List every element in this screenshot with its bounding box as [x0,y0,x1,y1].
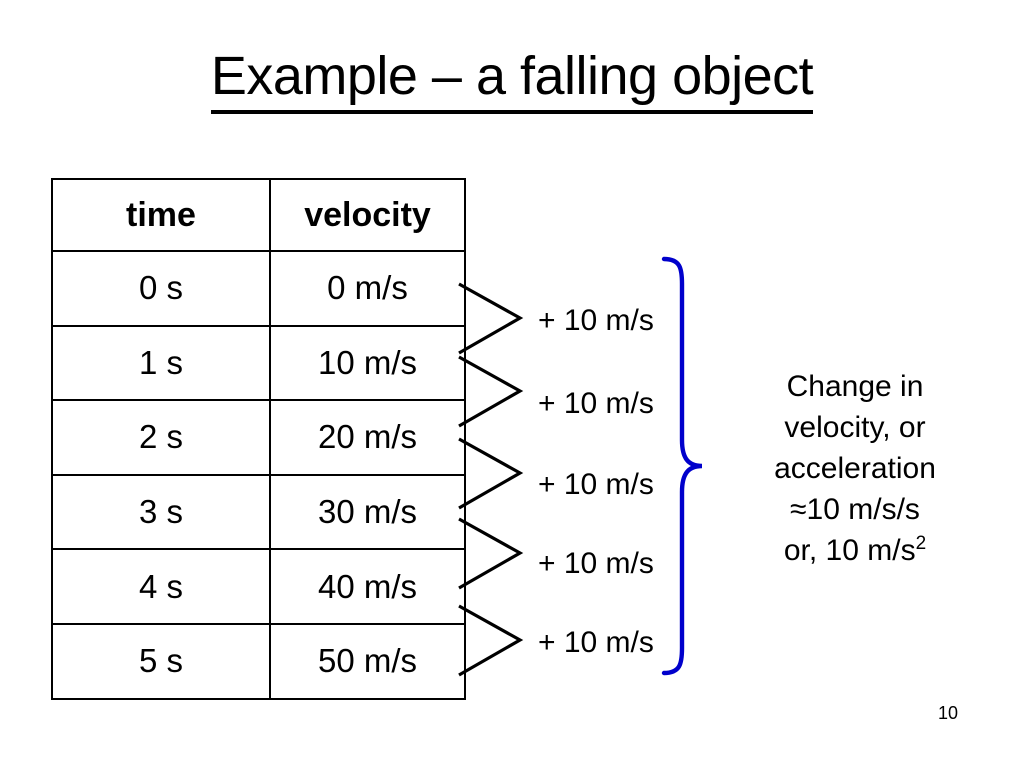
angle-bracket-icon [458,517,524,590]
delta-label: + 10 m/s [538,468,654,501]
cell-time: 1 s [51,324,271,402]
table-row: 0 s 0 m/s [51,250,466,327]
angle-bracket-icon [458,604,524,677]
delta-label: + 10 m/s [538,387,654,420]
cell-velocity: 0 m/s [269,250,466,327]
page-number: 10 [938,703,959,723]
angle-bracket-icon [458,282,524,355]
cell-time: 5 s [51,622,271,700]
table-header-row: time velocity [51,178,466,252]
cell-velocity: 20 m/s [269,399,466,476]
caption-line-4: ≈10 m/s/s [790,493,920,526]
caption-line-1: Change in [786,370,924,403]
angle-bracket-icon [458,437,524,510]
column-header-time: time [51,178,271,252]
caption-line-3: acceleration [774,452,936,485]
caption-line-5-text: or, 10 m/s [783,534,916,567]
grouping-brace-icon [650,250,720,690]
angle-bracket-icon [458,355,524,428]
column-header-velocity: velocity [269,178,466,252]
cell-velocity: 50 m/s [269,622,466,700]
delta-label: + 10 m/s [538,304,654,337]
delta-label: + 10 m/s [538,547,654,580]
table-row: 4 s 40 m/s [51,548,466,625]
page-title: Example – a falling object [0,44,1024,114]
cell-time: 2 s [51,399,271,476]
cell-time: 0 s [51,250,271,327]
delta-label: + 10 m/s [538,626,654,659]
table-row: 1 s 10 m/s [51,324,466,402]
cell-velocity: 30 m/s [269,473,466,551]
time-velocity-table: time velocity 0 s 0 m/s 1 s 10 m/s 2 s 2… [51,178,466,700]
table-row: 3 s 30 m/s [51,473,466,551]
caption-line-5: or, 10 m/s2 [730,530,980,571]
cell-velocity: 40 m/s [269,548,466,625]
table-row: 2 s 20 m/s [51,399,466,476]
cell-time: 4 s [51,548,271,625]
cell-time: 3 s [51,473,271,551]
acceleration-caption: Change in velocity, or acceleration ≈10 … [730,366,980,571]
cell-velocity: 10 m/s [269,324,466,402]
caption-line-5-exponent: 2 [915,533,927,554]
page-title-text: Example – a falling object [210,44,814,114]
caption-line-2: velocity, or [784,411,926,444]
table-row: 5 s 50 m/s [51,622,466,700]
